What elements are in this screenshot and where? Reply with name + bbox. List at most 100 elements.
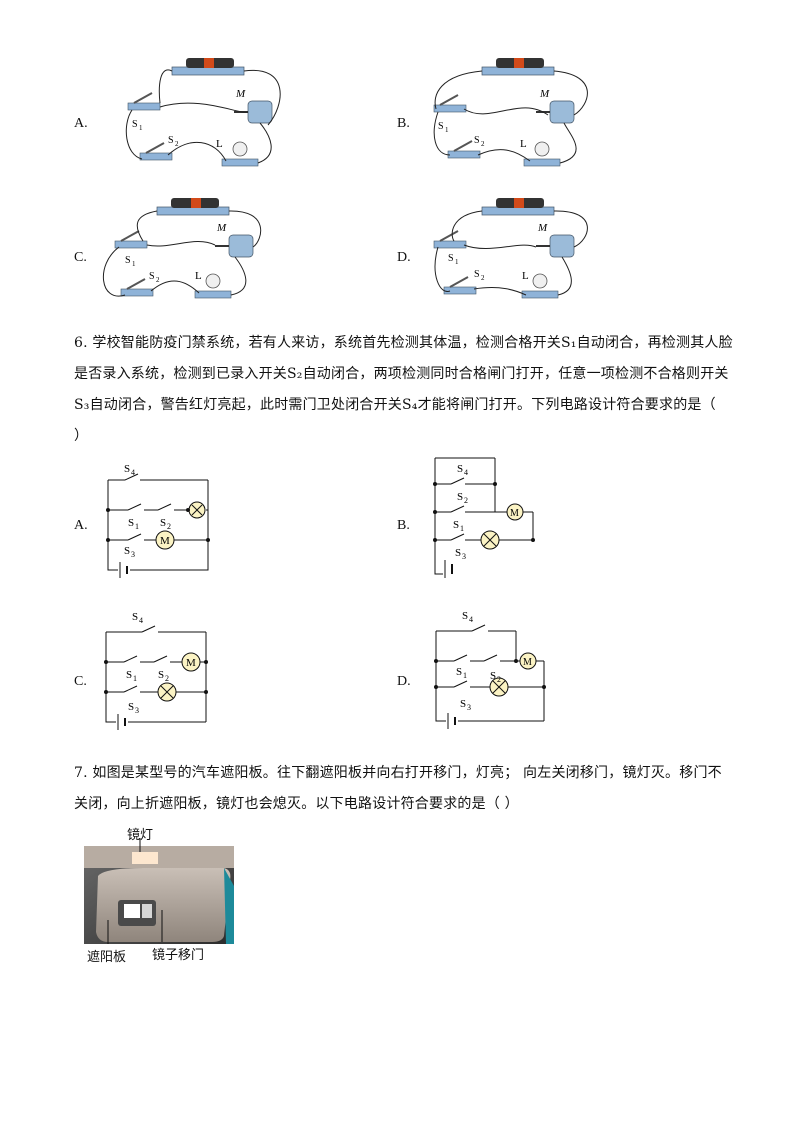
svg-text:3: 3 bbox=[467, 703, 471, 712]
switch-s1-base bbox=[127, 102, 161, 111]
svg-text:2: 2 bbox=[497, 675, 501, 684]
svg-text:3: 3 bbox=[462, 552, 466, 561]
bulb-icon bbox=[534, 141, 550, 157]
q5-option-c-letter: C. bbox=[74, 250, 87, 265]
svg-text:S: S bbox=[124, 463, 130, 475]
svg-text:2: 2 bbox=[464, 496, 468, 505]
svg-text:M: M bbox=[235, 88, 246, 100]
q6-option-d-letter: D. bbox=[397, 674, 411, 689]
svg-text:1: 1 bbox=[445, 126, 449, 134]
motor-icon bbox=[228, 234, 254, 258]
svg-text:S: S bbox=[132, 119, 138, 130]
svg-text:4: 4 bbox=[469, 615, 473, 624]
svg-text:S: S bbox=[448, 253, 454, 264]
photo-label-visor: 遮阳板 bbox=[87, 950, 127, 965]
sun-visor-photo bbox=[84, 846, 234, 944]
svg-text:S: S bbox=[149, 271, 155, 282]
svg-text:2: 2 bbox=[481, 140, 485, 148]
svg-text:3: 3 bbox=[135, 706, 139, 715]
svg-text:M: M bbox=[510, 508, 519, 519]
svg-text:2: 2 bbox=[156, 276, 160, 284]
q7-question-text: 7. 如图是某型号的汽车遮阳板。往下翻遮阳板并向右打开移门，灯亮； 向左关闭移门… bbox=[74, 758, 734, 820]
bulb-icon bbox=[232, 141, 248, 157]
svg-text:1: 1 bbox=[135, 522, 139, 531]
svg-text:S: S bbox=[474, 135, 480, 146]
switch-s2-base bbox=[139, 152, 173, 161]
svg-text:1: 1 bbox=[460, 524, 464, 533]
svg-text:S: S bbox=[438, 121, 444, 132]
q6-question-text: 6. 学校智能防疫门禁系统，若有人来访，系统首先检测其体温，检测合格开关S₁自动… bbox=[74, 328, 734, 452]
svg-text:S: S bbox=[126, 669, 132, 681]
q6-text-line-4: ） bbox=[74, 428, 89, 444]
svg-text:M: M bbox=[523, 657, 532, 668]
svg-text:2: 2 bbox=[165, 674, 169, 683]
motor-icon bbox=[549, 234, 575, 258]
q5-option-d-letter: D. bbox=[397, 250, 411, 265]
bulb-icon bbox=[205, 273, 221, 289]
svg-text:2: 2 bbox=[167, 522, 171, 531]
svg-text:S: S bbox=[462, 610, 468, 622]
q5-option-a-letter: A. bbox=[74, 116, 88, 131]
q6-option-a-letter: A. bbox=[74, 518, 88, 533]
svg-text:S: S bbox=[160, 517, 166, 529]
svg-text:S: S bbox=[158, 669, 164, 681]
motor-icon bbox=[181, 652, 201, 672]
svg-text:S: S bbox=[168, 135, 174, 146]
q7-text-line-1: 7. 如图是某型号的汽车遮阳板。往下翻遮阳板并向右打开移门，灯亮； 向左关闭移门… bbox=[74, 765, 722, 781]
svg-text:4: 4 bbox=[464, 468, 468, 477]
q7-text-line-2: 关闭，向上折遮阳板，镜灯也会熄灭。以下电路设计符合要求的是（ ） bbox=[74, 796, 519, 812]
svg-text:M: M bbox=[537, 222, 548, 234]
svg-text:S: S bbox=[460, 698, 466, 710]
svg-text:S: S bbox=[457, 463, 463, 475]
q5-option-b-letter: B. bbox=[397, 116, 410, 131]
q6-text-line-3: S₃自动闭合，警告红灯亮起，此时需门卫处闭合开关S₄才能将闸门打开。下列电路设计… bbox=[74, 397, 716, 413]
svg-text:S: S bbox=[124, 545, 130, 557]
svg-text:L: L bbox=[216, 138, 223, 150]
motor-icon bbox=[506, 503, 524, 521]
q6-option-c-letter: C. bbox=[74, 674, 87, 689]
svg-text:L: L bbox=[522, 270, 529, 282]
svg-text:1: 1 bbox=[133, 674, 137, 683]
motor-icon bbox=[247, 100, 273, 124]
mirror-lamp-icon bbox=[132, 852, 158, 864]
svg-text:1: 1 bbox=[132, 260, 136, 268]
svg-text:S: S bbox=[453, 519, 459, 531]
photo-leader-line-lamp bbox=[139, 838, 141, 852]
photo-label-lamp: 镜灯 bbox=[127, 828, 154, 843]
svg-text:M: M bbox=[216, 222, 227, 234]
svg-text:M: M bbox=[539, 88, 550, 100]
svg-text:M: M bbox=[160, 535, 170, 547]
q6-text-line-2: 是否录入系统，检测到已录入开关S₂自动闭合，两项检测同时合格闸门打开，任意一项检… bbox=[74, 366, 729, 382]
motor-icon bbox=[519, 652, 537, 670]
svg-text:S: S bbox=[455, 547, 461, 559]
q6-option-b-letter: B. bbox=[397, 518, 410, 533]
svg-text:S: S bbox=[132, 611, 138, 623]
svg-text:S: S bbox=[456, 666, 462, 678]
q6-text-line-1: 6. 学校智能防疫门禁系统，若有人来访，系统首先检测其体温，检测合格开关S₁自动… bbox=[74, 335, 733, 351]
battery-symbol bbox=[119, 562, 128, 578]
motor-icon bbox=[155, 530, 175, 550]
svg-text:1: 1 bbox=[139, 124, 143, 132]
bulb-icon bbox=[532, 273, 548, 289]
svg-text:S: S bbox=[125, 255, 131, 266]
svg-text:L: L bbox=[520, 138, 527, 150]
photo-label-door: 镜子移门 bbox=[152, 948, 205, 963]
svg-text:2: 2 bbox=[481, 274, 485, 282]
svg-text:4: 4 bbox=[139, 616, 143, 625]
svg-text:L: L bbox=[195, 270, 202, 282]
svg-text:4: 4 bbox=[131, 468, 135, 477]
svg-text:1: 1 bbox=[463, 671, 467, 680]
photo-leader-lines bbox=[107, 910, 163, 944]
svg-text:M: M bbox=[186, 657, 196, 669]
svg-text:S: S bbox=[128, 517, 134, 529]
motor-icon bbox=[549, 100, 575, 124]
svg-text:S: S bbox=[474, 269, 480, 280]
